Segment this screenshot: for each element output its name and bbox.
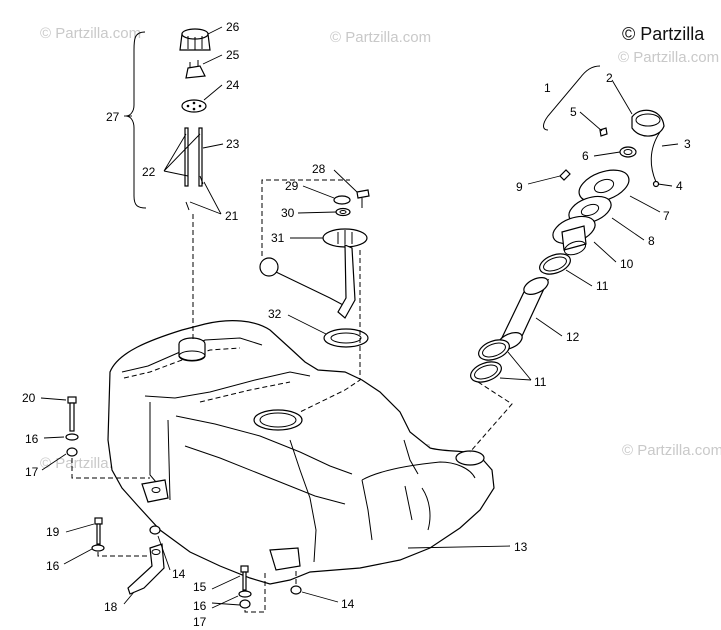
callout-27: 27 (106, 110, 120, 124)
callout-16: 16 (46, 559, 60, 573)
watermark: © Partzilla.com (622, 442, 721, 459)
mounting-hardware (65, 396, 302, 613)
copyright-text: © Partzilla (622, 24, 705, 44)
watermark: © Partzilla.com (618, 49, 719, 66)
callout-12: 12 (566, 330, 580, 344)
callout-28: 28 (312, 162, 326, 176)
callout-5: 5 (570, 105, 577, 119)
callout-11: 11 (534, 375, 547, 389)
callout-23: 23 (226, 137, 240, 151)
watermark: © Partzilla.com (330, 29, 431, 46)
callout-9: 9 (516, 180, 523, 194)
callout-17: 17 (25, 465, 39, 479)
callout-18: 18 (104, 600, 118, 614)
callout-3: 3 (684, 137, 691, 151)
callout-29: 29 (285, 179, 299, 193)
callout-13: 13 (514, 540, 528, 554)
watermark: © Partzilla.com (40, 25, 141, 42)
callout-14: 14 (172, 567, 186, 581)
fuel-tank (107, 320, 495, 585)
callout-32: 32 (268, 307, 282, 321)
callout-30: 30 (281, 206, 295, 220)
callout-1: 1 (544, 81, 551, 95)
callout-21: 21 (225, 209, 239, 223)
callout-26: 26 (226, 20, 240, 34)
callout-11: 11 (596, 279, 609, 293)
callout-16: 16 (193, 599, 207, 613)
callout-10: 10 (620, 257, 634, 271)
callout-7: 7 (663, 209, 670, 223)
callout-19: 19 (46, 525, 60, 539)
callout-22: 22 (142, 165, 156, 179)
filler-cap-stack (125, 28, 211, 340)
callout-25: 25 (226, 48, 240, 62)
callout-15: 15 (193, 580, 207, 594)
callout-8: 8 (648, 234, 655, 248)
callout-2: 2 (606, 71, 613, 85)
callout-31: 31 (271, 231, 285, 245)
leader-lines (40, 26, 679, 609)
fuel-sender-assembly (259, 179, 370, 413)
callout-17: 17 (193, 615, 207, 629)
callout-14: 14 (341, 597, 355, 611)
callout-24: 24 (226, 78, 240, 92)
callout-16: 16 (25, 432, 39, 446)
filler-assembly (469, 65, 665, 453)
callout-labels: 26 25 24 27 23 22 21 28 29 30 31 32 1 2 … (22, 20, 691, 629)
callout-20: 20 (22, 391, 36, 405)
callout-4: 4 (676, 179, 683, 193)
callout-6: 6 (582, 149, 589, 163)
